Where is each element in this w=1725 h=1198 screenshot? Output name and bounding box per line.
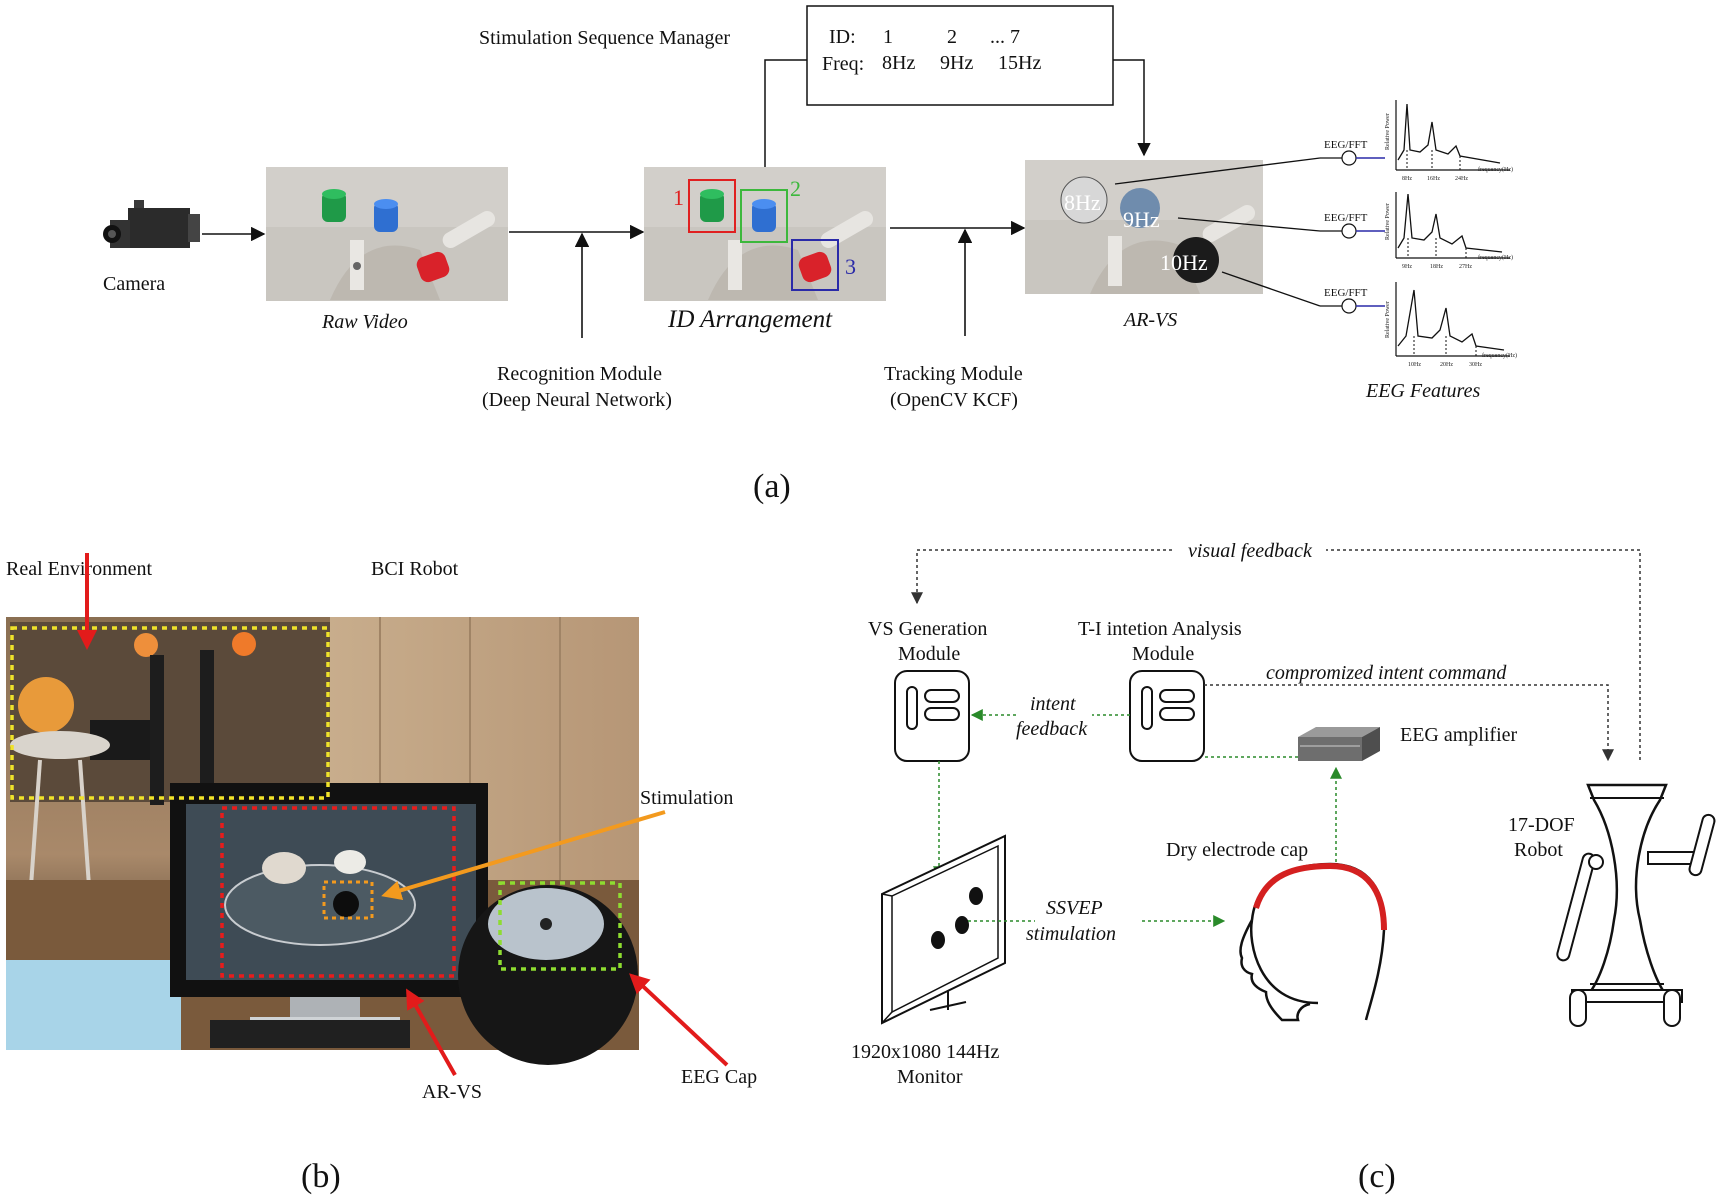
sequence-table [806, 5, 1114, 106]
eeg-amplifier-icon [1298, 727, 1380, 761]
eeg-amplifier-label: EEG amplifier [1400, 724, 1518, 746]
seq-id-2: 2 [947, 26, 957, 48]
eeg-features-caption: EEG Features [1365, 380, 1480, 402]
spectrum-3-ylabel: Relative Power [1385, 301, 1391, 338]
spectrum-1-ylabel: Relative Power [1385, 113, 1391, 150]
spectrum-3-tick-2: 20Hz [1440, 362, 1453, 368]
box-id-3: 3 [845, 254, 856, 279]
dry-electrode-cap-label: Dry electrode cap [1166, 839, 1308, 861]
eeg-cap-box [498, 881, 622, 971]
seq-id-label: ID: [829, 26, 856, 48]
ti-module-line2: Module [1132, 643, 1194, 665]
monitor-icon [881, 834, 1006, 1025]
spectrum-3-xlabel: frequency(Hz) [1482, 352, 1517, 359]
eeg-cap-label: EEG Cap [681, 1066, 757, 1088]
visual-feedback-label: visual feedback [1188, 540, 1313, 562]
head-icon [1239, 862, 1387, 1022]
panel-c: visual feedback VS Generation Module T-I… [851, 536, 1716, 1195]
arvs-caption: AR-VS [1122, 309, 1177, 331]
seq-id-1: 1 [883, 26, 893, 48]
bbox-3 [791, 239, 839, 291]
freq-overlay-10hz: 10Hz [1160, 250, 1208, 275]
raw-video-image [266, 167, 508, 301]
real-environment-box [10, 626, 330, 800]
seq-freq-2: 9Hz [940, 52, 973, 74]
stimulation-label: Stimulation [640, 787, 733, 809]
panel-a-letter: (a) [753, 468, 791, 505]
vs-module-icon [894, 670, 970, 762]
id-arrangement-image [644, 167, 886, 301]
vs-module-line1: VS Generation [868, 618, 987, 640]
lab-photo [6, 617, 639, 1065]
freq-overlay-9hz: 9Hz [1123, 207, 1160, 232]
robot-line1: 17-DOF [1508, 814, 1575, 836]
bci-robot-label: BCI Robot [371, 558, 459, 580]
raw-video-caption: Raw Video [321, 311, 408, 333]
eeg-fft-label-2: EEG/FFT [1324, 212, 1368, 224]
spectrum-3: Relative Power 10Hz 20Hz 30Hz frequency(… [1385, 282, 1517, 368]
seq-id-3: ... 7 [990, 26, 1020, 48]
spectrum-2-tick-2: 18Hz [1430, 264, 1443, 270]
monitor-line2: Monitor [897, 1066, 963, 1088]
intent-feedback-line1: intent [1030, 693, 1076, 715]
ssvep-line1: SSVEP [1046, 897, 1103, 919]
id-arrangement-caption: ID Arrangement [667, 306, 833, 333]
eeg-fft-blocks [1320, 150, 1385, 314]
spectrum-1-xlabel: frequency(Hz) [1478, 166, 1513, 173]
spectrum-1-tick-3: 24Hz [1455, 176, 1468, 182]
eeg-fft-label-3: EEG/FFT [1324, 287, 1368, 299]
arvs-label: AR-VS [422, 1081, 482, 1103]
spectrum-1-tick-1: 8Hz [1402, 176, 1412, 182]
robot-icon [1556, 783, 1716, 1027]
ssvep-line2: stimulation [1026, 923, 1116, 945]
spectrum-2: Relative Power 9Hz 18Hz 27Hz frequency(H… [1385, 192, 1513, 270]
panel-b: Real Environment BCI Robot [6, 553, 757, 1195]
box-id-1: 1 [673, 185, 684, 210]
spectrum-3-tick-1: 10Hz [1408, 362, 1421, 368]
robot-line2: Robot [1514, 839, 1563, 861]
seq-freq-1: 8Hz [882, 52, 915, 74]
ti-module-line1: T-I intetion Analysis [1078, 618, 1242, 640]
spectrum-1: Relative Power 8Hz 16Hz 24Hz frequency(H… [1385, 100, 1513, 182]
seq-freq-3: 15Hz [998, 52, 1041, 74]
seq-freq-label: Freq: [822, 53, 864, 75]
box-id-2: 2 [790, 176, 801, 201]
spectrum-1-tick-2: 16Hz [1427, 176, 1440, 182]
compromized-command-label: compromized intent command [1266, 662, 1507, 684]
stimulation-box [322, 880, 374, 920]
tracking-module-line1: Tracking Module [884, 363, 1023, 385]
freq-overlay-8hz: 8Hz [1064, 190, 1101, 215]
recognition-module-line2: (Deep Neural Network) [482, 389, 672, 411]
vs-module-line2: Module [898, 643, 960, 665]
ti-module-icon [1129, 670, 1205, 762]
intent-feedback-line2: feedback [1016, 718, 1088, 740]
tracking-module-line2: (OpenCV KCF) [890, 389, 1018, 411]
eeg-fft-label-1: EEG/FFT [1324, 139, 1368, 151]
camera-label: Camera [103, 273, 165, 295]
camera-icon [103, 200, 200, 248]
spectrum-2-tick-1: 9Hz [1402, 264, 1412, 270]
spectrum-2-ylabel: Relative Power [1385, 203, 1391, 240]
recognition-module-line1: Recognition Module [497, 363, 662, 385]
spectrum-2-xlabel: frequency(Hz) [1478, 254, 1513, 261]
monitor-line1: 1920x1080 144Hz [851, 1041, 999, 1063]
bbox-1 [688, 179, 736, 233]
panel-b-letter: (b) [301, 1158, 341, 1195]
spectrum-2-tick-3: 27Hz [1459, 264, 1472, 270]
panel-c-letter: (c) [1358, 1158, 1396, 1195]
bbox-2 [740, 189, 788, 243]
panel-a: Camera Raw Video Recognition Module (Dee… [103, 5, 1517, 505]
real-environment-label: Real Environment [6, 558, 153, 580]
stim-manager-label: Stimulation Sequence Manager [479, 27, 730, 49]
spectrum-3-tick-3: 30Hz [1469, 362, 1482, 368]
